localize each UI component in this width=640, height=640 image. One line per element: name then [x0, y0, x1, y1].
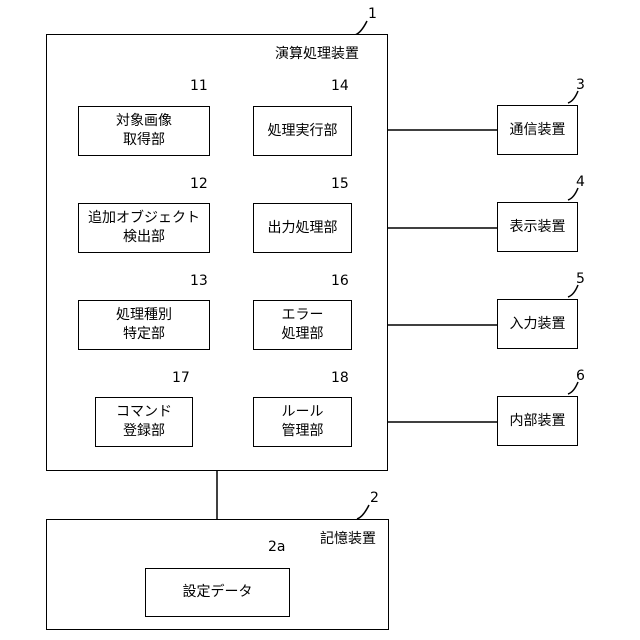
module-15-ref: 15: [331, 176, 349, 192]
module-17: コマンド 登録部: [95, 397, 193, 447]
module-16-ref: 16: [331, 273, 349, 289]
input-device-label: 入力装置: [510, 315, 566, 334]
module-18: ルール 管理部: [253, 397, 352, 447]
internal-device-ref: 6: [576, 368, 585, 384]
internal-device-label: 内部装置: [510, 412, 566, 431]
module-16-label: エラー 処理部: [282, 306, 324, 344]
module-12-ref: 12: [190, 176, 208, 192]
setting-data-ref: 2a: [268, 539, 286, 555]
display-device: 表示装置: [497, 202, 578, 252]
module-14: 処理実行部: [253, 106, 352, 156]
communication-device: 通信装置: [497, 105, 578, 155]
input-device: 入力装置: [497, 299, 578, 349]
module-15-label: 出力処理部: [268, 219, 338, 238]
module-13-label: 処理種別 特定部: [116, 306, 172, 344]
module-15: 出力処理部: [253, 203, 352, 253]
module-14-ref: 14: [331, 78, 349, 94]
input-device-ref: 5: [576, 271, 585, 287]
module-12-label: 追加オブジェクト 検出部: [88, 209, 200, 247]
communication-device-label: 通信装置: [510, 121, 566, 140]
module-11-label: 対象画像 取得部: [116, 112, 172, 150]
module-18-ref: 18: [331, 370, 349, 386]
main-unit-ref: 1: [368, 6, 377, 22]
storage-device-ref: 2: [370, 490, 379, 506]
module-14-label: 処理実行部: [268, 122, 338, 141]
display-device-label: 表示装置: [510, 218, 566, 237]
storage-device-label: 記憶装置: [320, 528, 376, 548]
module-17-ref: 17: [172, 370, 190, 386]
main-unit-label: 演算処理装置: [275, 43, 359, 63]
internal-device: 内部装置: [497, 396, 578, 446]
module-11-ref: 11: [190, 78, 208, 94]
module-13: 処理種別 特定部: [78, 300, 210, 350]
module-18-label: ルール 管理部: [282, 403, 324, 441]
setting-data-box: 設定データ: [145, 568, 290, 617]
module-16: エラー 処理部: [253, 300, 352, 350]
module-17-label: コマンド 登録部: [116, 403, 172, 441]
module-13-ref: 13: [190, 273, 208, 289]
display-device-ref: 4: [576, 174, 585, 190]
setting-data-label: 設定データ: [183, 583, 253, 602]
module-11: 対象画像 取得部: [78, 106, 210, 156]
communication-device-ref: 3: [576, 77, 585, 93]
module-12: 追加オブジェクト 検出部: [78, 203, 210, 253]
